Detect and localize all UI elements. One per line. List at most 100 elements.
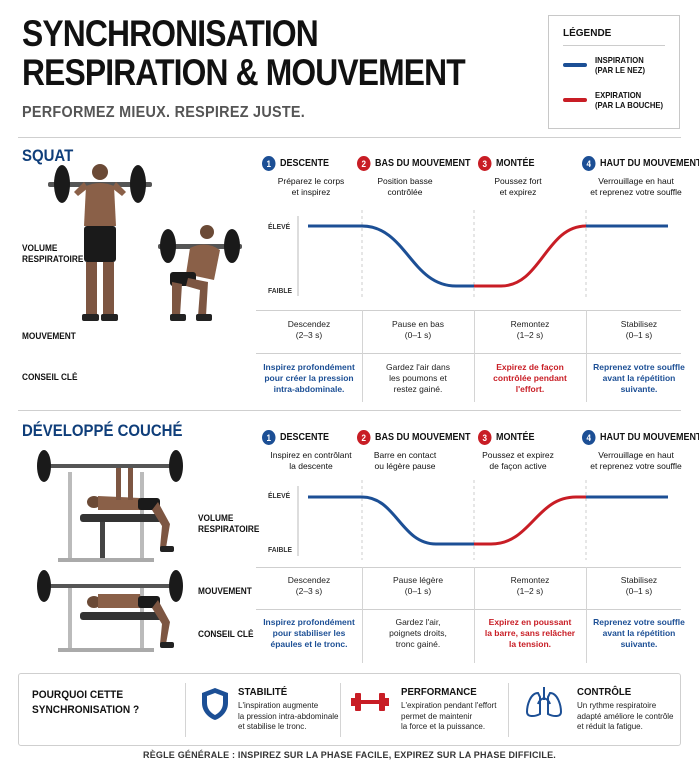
benefit-performance-title: PERFORMANCE (401, 686, 477, 698)
bench-tip-2: Gardez l'air, poignets droits, tronc gai… (389, 617, 447, 649)
bench-phase-1-desc: Inspirez en contrôlant la descente (270, 450, 352, 471)
legend-inspiration-line2: (PAR LE NEZ) (595, 65, 646, 75)
bench-col-divider-2 (474, 567, 475, 663)
squat-standing-figure (48, 164, 152, 321)
bench-phase-2-name: BAS DU MOUVEMENT (375, 432, 471, 443)
squat-phase-4-badge: 4 (582, 156, 596, 171)
bench-volume-label: VOLUME RESPIRATOIRE (198, 513, 260, 534)
squat-tip-3: Expirez de façon contrôlée pendant l'eff… (493, 362, 567, 394)
why-divider-1 (185, 683, 186, 737)
bench-expiration-curve (474, 495, 586, 546)
benefit-stability-text: L'inspiration augmente la pression intra… (238, 701, 339, 731)
bench-tip-3: Expirez en poussant la barre, sans relâc… (484, 617, 576, 649)
squat-tip-2: Gardez l'air dans les poumons et restez … (386, 362, 450, 394)
bench-movement-1: Descendez (2–3 s) (287, 575, 331, 596)
bench-movement-2: Pause légère (0–1 s) (392, 575, 444, 596)
squat-tip-label: CONSEIL CLÉ (22, 372, 78, 382)
page-title: SYNCHRONISATION RESPIRATION & MOUVEMENT (22, 13, 466, 93)
bench-movement-4: Stabilisez (0–1 s) (620, 575, 658, 596)
bench-section-title: DÉVELOPPÉ COUCHÉ (22, 421, 183, 440)
bench-axis-low: FAIBLE (268, 545, 293, 554)
why-divider-2 (340, 683, 341, 737)
bench-phase-4-badge: 4 (582, 430, 596, 445)
bench-movement-label: MOUVEMENT (198, 586, 252, 596)
squat-col-divider-2 (474, 310, 475, 402)
squat-phase-4-name: HAUT DU MOUVEMENT (600, 158, 699, 169)
lungs-icon (525, 687, 563, 718)
squat-phase-2-header: 2 BAS DU MOUVEMENT (357, 156, 483, 171)
bench-phase-1-header: 1 DESCENTE (262, 430, 336, 445)
bench-phase-2-desc: Barre en contact ou légère pause (373, 450, 437, 471)
bench-breath-chart (297, 480, 668, 560)
squat-phase-3-name: MONTÉE (496, 158, 535, 169)
bench-col-divider-3 (586, 567, 587, 663)
squat-section-title: SQUAT (22, 146, 74, 165)
bench-phase-3-name: MONTÉE (496, 432, 535, 443)
bench-movement-3: Remontez (1–2 s) (510, 575, 550, 596)
squat-bottom-figure (158, 225, 242, 321)
squat-movement-4: Stabilisez (0–1 s) (620, 319, 658, 340)
bench-top-figure (37, 450, 183, 562)
legend-title: LÉGENDE (563, 28, 612, 39)
squat-movement-label: MOUVEMENT (22, 331, 76, 341)
squat-inspiration-curve (308, 224, 474, 288)
legend-box: LÉGENDE INSPIRATION (PAR LE NEZ) EXPIRAT… (548, 15, 680, 129)
bench-table-top-line (256, 567, 681, 568)
benefit-stability-title: STABILITÉ (238, 686, 288, 698)
bench-axis-high: ÉLEVÉ (268, 491, 291, 500)
benefit-control-text: Un rythme respiratoire adapté améliore l… (577, 701, 674, 731)
squat-axis-low: FAIBLE (268, 286, 293, 295)
bench-illustration (37, 450, 183, 652)
squat-phase-2-badge: 2 (357, 156, 371, 171)
squat-phase-1-header: 1 DESCENTE (262, 156, 336, 171)
squat-phase-1-desc: Préparez le corps et inspirez (277, 176, 345, 197)
title-line-2: RESPIRATION & MOUVEMENT (22, 52, 466, 93)
bench-phase-3-badge: 3 (478, 430, 492, 445)
legend-divider (563, 45, 665, 46)
squat-phase-1-name: DESCENTE (280, 158, 330, 169)
squat-tip-1: Inspirez profondément pour créer la pres… (263, 362, 355, 394)
squat-volume-label: VOLUME RESPIRATOIRE (22, 243, 84, 264)
squat-phase-2-desc: Position basse contrôlée (377, 176, 433, 197)
bench-bottom-figure (37, 570, 183, 652)
legend-inspiration-swatch (563, 63, 587, 67)
squat-illustration (48, 164, 242, 321)
legend-expiration-line1: EXPIRATION (595, 90, 642, 100)
squat-expiration-curve (474, 224, 587, 288)
squat-table-mid-line (256, 353, 681, 354)
squat-movement-2: Pause en bas (0–1 s) (392, 319, 444, 340)
footer-rule: RÈGLE GÉNÉRALE : INSPIREZ SUR LA PHASE F… (143, 750, 556, 760)
shield-icon (202, 688, 228, 720)
squat-phase-1-badge: 1 (262, 156, 276, 171)
squat-movement-1: Descendez (2–3 s) (287, 319, 331, 340)
bench-phase-4-desc: Verrouillage en haut et reprenez votre s… (590, 450, 682, 471)
legend-expiration-line2: (PAR LA BOUCHE) (595, 100, 664, 110)
bench-tip-4: Reprenez votre souffle avant la répétiti… (593, 617, 685, 649)
why-divider-3 (508, 683, 509, 737)
bench-phase-1-badge: 1 (262, 430, 276, 445)
squat-phase-4-desc: Verrouillage en haut et reprenez votre s… (590, 176, 682, 197)
page-subtitle: PERFORMEZ MIEUX. RESPIREZ JUSTE. (22, 104, 306, 121)
bench-col-divider-1 (362, 567, 363, 663)
bench-phase-2-header: 2 BAS DU MOUVEMENT (357, 430, 483, 445)
squat-table-top-line (256, 310, 681, 311)
bench-tip-1: Inspirez profondément pour stabiliser le… (263, 617, 355, 649)
squat-phase-3-desc: Poussez fort et expirez (494, 176, 542, 197)
header-divider (18, 137, 681, 138)
squat-tip-4: Reprenez votre souffle avant la répétiti… (593, 362, 685, 394)
bench-phase-2-badge: 2 (357, 430, 371, 445)
bench-phase-1-name: DESCENTE (280, 432, 330, 443)
title-line-1: SYNCHRONISATION (22, 13, 319, 54)
bench-tip-label: CONSEIL CLÉ (198, 629, 254, 639)
benefit-performance-text: L'expiration pendant l'effort permet de … (401, 701, 497, 731)
squat-col-divider-1 (362, 310, 363, 402)
legend-inspiration-line1: INSPIRATION (595, 55, 644, 65)
bench-phase-3-header: 3 MONTÉE (478, 430, 541, 445)
why-box (18, 673, 681, 746)
benefit-control-title: CONTRÔLE (577, 686, 632, 698)
squat-phase-2-name: BAS DU MOUVEMENT (375, 158, 471, 169)
bench-table-mid-line (256, 609, 681, 610)
dumbbell-icon (351, 693, 389, 711)
